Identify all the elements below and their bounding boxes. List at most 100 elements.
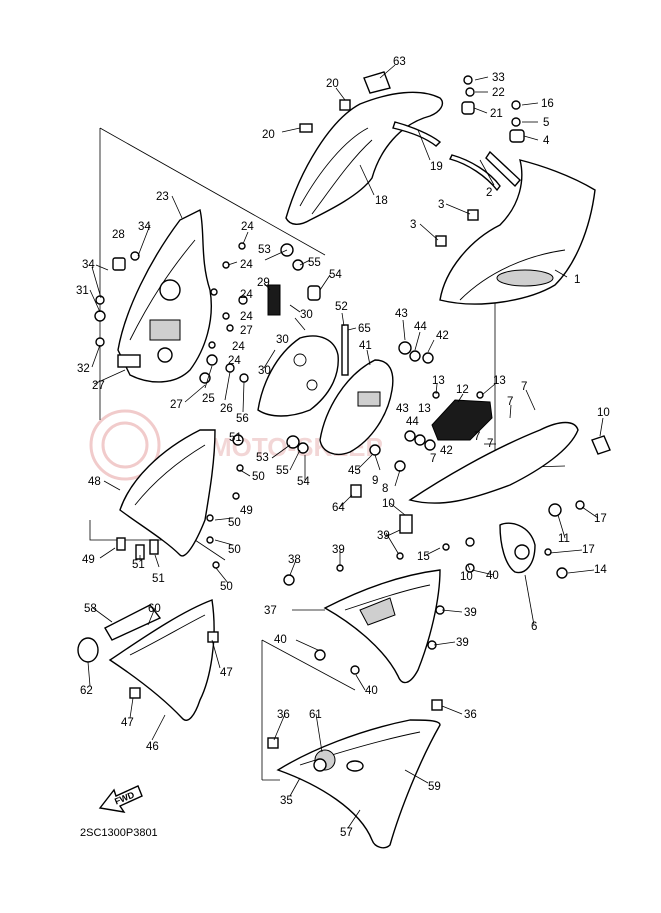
callout-22: 22 (492, 87, 505, 99)
callout-21: 21 (490, 108, 503, 120)
callout-50: 50 (228, 544, 241, 556)
callout-50: 50 (228, 517, 241, 529)
callout-1: 1 (574, 274, 580, 286)
callout-26: 26 (220, 403, 233, 415)
callout-3: 3 (438, 199, 444, 211)
callout-14: 14 (594, 564, 607, 576)
callout-7: 7 (521, 381, 527, 393)
callouts: 63 20 20 33 22 21 16 5 4 19 18 2 3 3 1 2… (76, 56, 610, 839)
callout-29: 29 (257, 277, 270, 289)
callout-36: 36 (464, 709, 477, 721)
callout-24: 24 (240, 259, 253, 271)
callout-41: 41 (359, 340, 372, 352)
callout-11: 11 (558, 533, 570, 545)
callout-20: 20 (326, 78, 339, 90)
callout-61: 61 (309, 709, 322, 721)
callout-63: 63 (393, 56, 406, 68)
callout-40: 40 (486, 570, 499, 582)
callout-15: 15 (417, 551, 430, 563)
callout-48: 48 (88, 476, 101, 488)
inner-panel-part-23 (117, 208, 212, 383)
callout-55: 55 (276, 465, 289, 477)
fwd-arrow-icon: FWD (98, 785, 143, 813)
callout-34: 34 (82, 259, 95, 271)
callout-57: 57 (340, 827, 353, 839)
callout-31: 31 (76, 285, 89, 297)
callout-65: 65 (358, 323, 371, 335)
callout-64: 64 (332, 502, 345, 514)
callout-10: 10 (597, 407, 610, 419)
callout-54: 54 (329, 269, 342, 281)
callout-49: 49 (82, 554, 95, 566)
callout-24: 24 (240, 289, 253, 301)
lower-cover-part-6 (408, 421, 611, 574)
grille-part-12 (431, 399, 493, 441)
callout-46: 46 (146, 741, 159, 753)
callout-10: 10 (460, 571, 473, 583)
side-panel-part-48 (119, 429, 216, 557)
callout-53: 53 (258, 244, 271, 256)
callout-16: 16 (541, 98, 554, 110)
callout-39: 39 (456, 637, 469, 649)
callout-28: 28 (112, 229, 125, 241)
callout-20: 20 (262, 129, 275, 141)
callout-51: 51 (152, 573, 165, 585)
callout-49: 49 (240, 505, 253, 517)
leader-lines (87, 64, 604, 829)
callout-44: 44 (406, 416, 419, 428)
callout-50: 50 (220, 581, 233, 593)
callout-36: 36 (277, 709, 290, 721)
callout-47: 47 (220, 667, 233, 679)
callout-3: 3 (410, 219, 416, 231)
callout-7: 7 (430, 453, 436, 465)
callout-7: 7 (474, 431, 480, 443)
callout-27: 27 (92, 380, 105, 392)
callout-7: 7 (487, 438, 493, 450)
callout-51: 51 (229, 432, 242, 444)
callout-55: 55 (308, 257, 321, 269)
callout-27: 27 (170, 399, 183, 411)
callout-30: 30 (258, 365, 271, 377)
callout-58: 58 (84, 603, 97, 615)
upper-cowl-group (285, 71, 444, 225)
callout-13: 13 (418, 403, 431, 415)
callout-44: 44 (414, 321, 427, 333)
callout-42: 42 (440, 445, 453, 457)
callout-17: 17 (594, 513, 607, 525)
front-cowl-part-1 (439, 150, 596, 305)
callout-42: 42 (436, 330, 449, 342)
callout-34: 34 (138, 221, 151, 233)
callout-6: 6 (531, 621, 537, 633)
callout-53: 53 (256, 452, 269, 464)
callout-24: 24 (241, 221, 254, 233)
callout-9: 9 (372, 475, 378, 487)
callout-56: 56 (236, 413, 249, 425)
callout-23: 23 (156, 191, 169, 203)
callout-40: 40 (365, 685, 378, 697)
callout-8: 8 (382, 483, 388, 495)
callout-60: 60 (148, 603, 161, 615)
callout-25: 25 (202, 393, 215, 405)
inner-bracket-part-41 (319, 359, 394, 456)
callout-17: 17 (582, 544, 595, 556)
callout-2: 2 (486, 187, 492, 199)
callout-19: 19 (430, 161, 443, 173)
callout-13: 13 (432, 375, 445, 387)
callout-43: 43 (396, 403, 409, 415)
callout-38: 38 (288, 554, 301, 566)
diagram-code: 2SC1300P3801 (80, 827, 158, 839)
callout-5: 5 (543, 117, 549, 129)
lower-fairing-part-35 (276, 719, 441, 849)
callout-30: 30 (300, 309, 313, 321)
callout-13: 13 (493, 375, 506, 387)
callout-47: 47 (121, 717, 134, 729)
callout-24: 24 (240, 311, 253, 323)
callout-59: 59 (428, 781, 441, 793)
callout-50: 50 (252, 471, 265, 483)
callout-24: 24 (232, 341, 245, 353)
callout-51: 51 (132, 559, 145, 571)
callout-39: 39 (332, 544, 345, 556)
callout-43: 43 (395, 308, 408, 320)
callout-24: 24 (228, 355, 241, 367)
